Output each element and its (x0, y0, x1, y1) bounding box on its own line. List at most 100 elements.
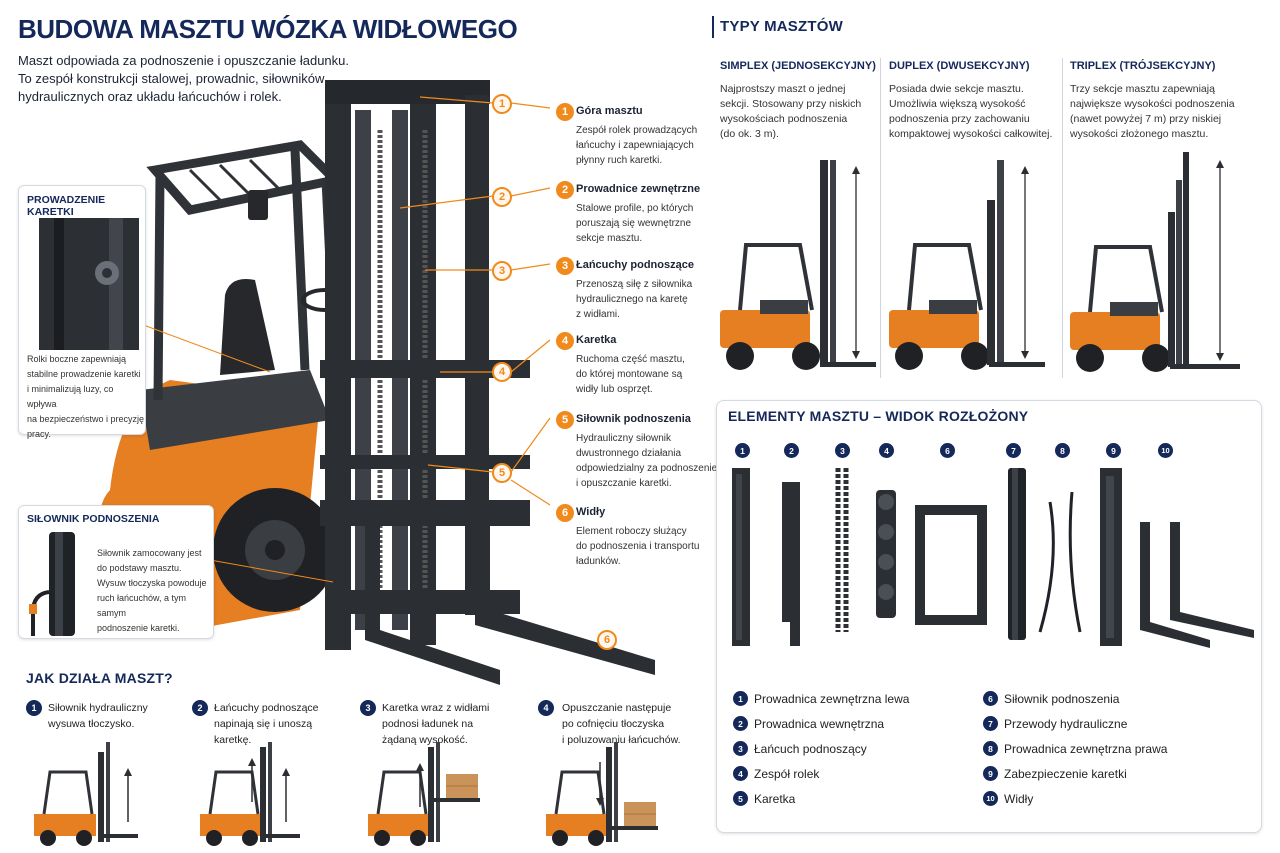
legend-num: 8 (983, 741, 998, 756)
callout-title: Widły (576, 506, 606, 518)
type-title: TRIPLEX (TRÓJSEKCYJNY) (1070, 60, 1216, 72)
callout-num: 5 (556, 411, 574, 429)
elements-legend-right: 6 Siłownik podnoszenia 7 Przewody hydrau… (983, 686, 1253, 811)
card-title: PROWADZENIE KARETKI (27, 194, 106, 218)
mast-type-duplex: DUPLEX (DWUSEKCYJNY) Posiada dwie sekcje… (889, 60, 1061, 380)
type-title: SIMPLEX (JEDNOSEKCYJNY) (720, 60, 876, 72)
legend-label: Zabezpieczenie karetki (1004, 766, 1127, 781)
elements-section-title: ELEMENTY MASZTU – WIDOK ROZŁOŻONY (728, 408, 1029, 424)
card-desc: Siłownik zamocowany jest do podstawy mas… (97, 548, 207, 633)
card-carriage-guides: PROWADZENIE KARETKI Rolki boczne zapewni… (18, 185, 146, 439)
legend-item: 9 Zabezpieczenie karetki (983, 761, 1253, 786)
legend-label: Prowadnica wewnętrzna (754, 716, 885, 731)
part-num-2: 2 (784, 443, 799, 458)
legend-num: 1 (733, 691, 748, 706)
step-text: Siłownik hydrauliczny wysuwa tłoczysko. (48, 702, 148, 730)
type-desc: Trzy sekcje masztu zapewniają największe… (1070, 83, 1235, 140)
callout-title: Góra masztu (576, 105, 643, 117)
legend-item: 7 Przewody hydrauliczne (983, 711, 1253, 736)
mast-type-triplex: TRIPLEX (TRÓJSEKCYJNY) Trzy sekcje maszt… (1070, 60, 1270, 380)
card-lift-cylinder: SIŁOWNIK PODNOSZENIA Siłownik zamocowany… (18, 505, 214, 639)
part-num-8: 8 (1055, 443, 1070, 458)
how-step-3: 3 Karetka wraz z widłami podnosi ładunek… (360, 700, 530, 850)
page-title: BUDOWA MASZTU WÓZKA WIDŁOWEGO (18, 14, 518, 44)
step-forklift-illustration (34, 742, 138, 846)
type-desc: Posiada dwie sekcje masztu. Umożliwia wi… (889, 83, 1053, 140)
legend-num: 5 (733, 791, 748, 806)
callout-title: Siłownik podnoszenia (576, 413, 691, 425)
legend-item: 10 Widły (983, 786, 1253, 811)
step-forklift-illustration (546, 742, 658, 846)
marker-4: 4 (492, 362, 512, 382)
how-step-1: 1 Siłownik hydrauliczny wysuwa tłoczysko… (26, 700, 186, 850)
step-num: 4 (538, 700, 554, 716)
legend-item: 6 Siłownik podnoszenia (983, 686, 1253, 711)
legend-num: 2 (733, 716, 748, 731)
legend-num: 6 (983, 691, 998, 706)
legend-label: Widły (1004, 791, 1034, 806)
legend-item: 5 Karetka (733, 786, 983, 811)
step-num: 2 (192, 700, 208, 716)
callout-desc: Stalowe profile, po których poruszają si… (576, 203, 694, 244)
legend-item: 8 Prowadnica zewnętrzna prawa (983, 736, 1253, 761)
exploded-parts-illustration (732, 468, 1254, 648)
callout-title: Łańcuchy podnoszące (576, 259, 694, 271)
card-desc: Rolki boczne zapewniają stabilne prowadz… (27, 354, 145, 439)
card-title: SIŁOWNIK PODNOSZENIA (27, 513, 160, 525)
marker-5: 5 (492, 463, 512, 483)
how-step-2: 2 Łańcuchy podnoszące napinają się i uno… (192, 700, 352, 850)
how-step-4: 4 Opuszczanie następuje po cofnięciu tło… (538, 700, 708, 850)
legend-item: 4 Zespół rolek (733, 761, 983, 786)
marker-1: 1 (492, 94, 512, 114)
legend-num: 3 (733, 741, 748, 756)
legend-item: 2 Prowadnica wewnętrzna (733, 711, 983, 736)
triplex-forklift-illustration (1070, 152, 1240, 372)
legend-label: Prowadnica zewnętrzna lewa (754, 691, 910, 706)
step-text: Opuszczanie następuje po cofnięciu tłocz… (562, 702, 681, 746)
legend-label: Przewody hydrauliczne (1004, 716, 1128, 731)
main-forklift-illustration (96, 80, 655, 685)
elements-legend-left: 1 Prowadnica zewnętrzna lewa 2 Prowadnic… (733, 686, 983, 811)
legend-label: Łańcuch podnoszący (754, 741, 867, 756)
legend-label: Zespół rolek (754, 766, 820, 781)
legend-item: 3 Łańcuch podnoszący (733, 736, 983, 761)
callout-num: 3 (556, 257, 574, 275)
step-num: 1 (26, 700, 42, 716)
callout-desc: Zespół rolek prowadzących łańcuchy i zap… (576, 125, 698, 166)
types-title-bar (712, 16, 714, 38)
simplex-forklift-illustration (720, 160, 876, 370)
guide-roller-illustration (39, 218, 139, 350)
mast-type-simplex: SIMPLEX (JEDNOSEKCYJNY) Najprostszy masz… (720, 60, 878, 380)
legend-num: 4 (733, 766, 748, 781)
how-section-title: JAK DZIAŁA MASZT? (26, 670, 173, 686)
callout-num: 6 (556, 504, 574, 522)
part-num-10: 10 (1158, 443, 1173, 458)
callout-num: 1 (556, 103, 574, 121)
step-forklift-illustration (200, 742, 300, 846)
legend-num: 9 (983, 766, 998, 781)
legend-label: Siłownik podnoszenia (1004, 691, 1120, 706)
step-num: 3 (360, 700, 376, 716)
callout-desc: Przenoszą siłę z siłownika hydrauliczneg… (576, 279, 693, 320)
step-text: Karetka wraz z widłami podnosi ładunek n… (382, 702, 490, 746)
part-num-7: 7 (1006, 443, 1021, 458)
callout-desc: Element roboczy służący do podnoszenia i… (576, 526, 700, 567)
legend-num: 7 (983, 716, 998, 731)
cylinder-illustration (29, 532, 75, 636)
type-desc: Najprostszy maszt o jednej sekcji. Stoso… (720, 83, 862, 140)
legend-label: Prowadnica zewnętrzna prawa (1004, 741, 1168, 756)
callout-num: 2 (556, 181, 574, 199)
legend-num: 10 (983, 791, 998, 806)
part-num-3: 3 (835, 443, 850, 458)
part-num-9: 9 (1106, 443, 1121, 458)
intro-text: Maszt odpowiada za podnoszenie i opuszcz… (18, 53, 349, 104)
callout-desc: Hydrauliczny siłownik dwustronnego dział… (576, 433, 718, 489)
callout-desc: Ruchoma część masztu, do której montowan… (576, 354, 685, 395)
callout-title: Karetka (576, 334, 617, 346)
legend-item: 1 Prowadnica zewnętrzna lewa (733, 686, 983, 711)
type-title: DUPLEX (DWUSEKCYJNY) (889, 60, 1030, 72)
legend-label: Karetka (754, 791, 796, 806)
callout-num: 4 (556, 332, 574, 350)
types-section-title: TYPY MASZTÓW (720, 18, 843, 35)
